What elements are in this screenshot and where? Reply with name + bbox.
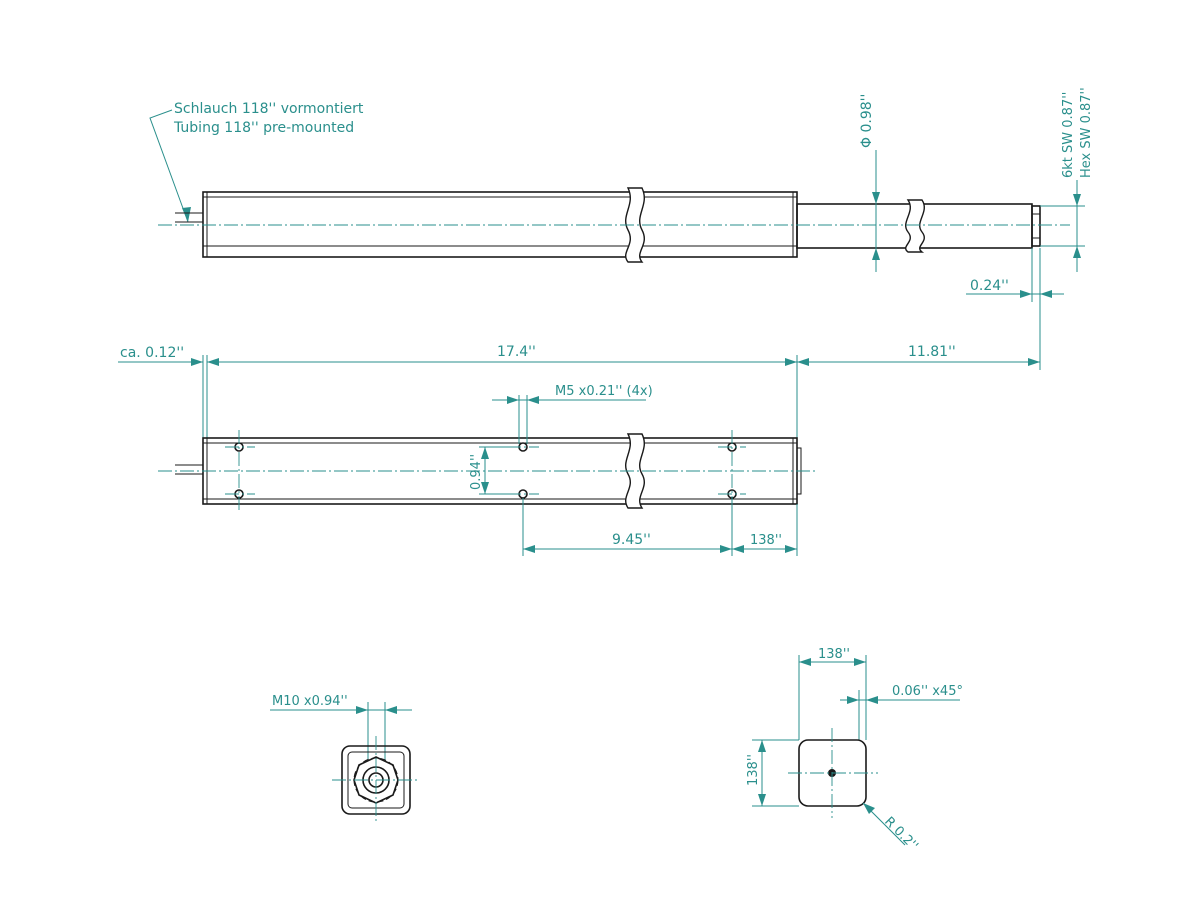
- arrow: [863, 803, 875, 814]
- hex-label-de: 6kt SW 0.87'': [1061, 92, 1076, 178]
- arrow: [481, 482, 489, 494]
- arrow: [481, 447, 489, 459]
- tubing-note-en: Tubing 118'' pre-mounted: [173, 120, 354, 136]
- arrow: [1073, 194, 1081, 206]
- end-view-section: 138'' 0.06'' x45° 138'' R 0.2'': [746, 647, 963, 854]
- arrow: [1040, 290, 1052, 298]
- arrow: [356, 706, 368, 714]
- tubing-leader-arrow: [182, 207, 191, 222]
- body-break: [625, 433, 645, 509]
- arrow: [1028, 358, 1040, 366]
- section-height-label: 138'': [746, 754, 761, 786]
- chamfer-label: 0.06'' x45°: [892, 684, 963, 699]
- hex-label-en: Hex SW 0.87'': [1079, 87, 1094, 178]
- stroke-label: 11.81'': [908, 344, 956, 360]
- arrow: [732, 545, 744, 553]
- arrow: [854, 658, 866, 666]
- arrow: [758, 740, 766, 752]
- arrow: [191, 358, 203, 366]
- hole-spacing-v-label: 0.94'': [469, 454, 484, 490]
- radius-label: R 0.2'': [881, 814, 921, 854]
- hole-spacing-h-label: 9.45'': [612, 532, 651, 548]
- end-offset-label: 138'': [750, 533, 782, 548]
- thread-end-label: M10 x0.94'': [272, 694, 348, 709]
- end-view-rod: M10 x0.94'': [270, 694, 420, 824]
- body-length-label: 17.4'': [497, 344, 536, 360]
- diameter-label: Φ 0.98'': [859, 94, 875, 148]
- arrow: [507, 396, 519, 404]
- arrow: [785, 358, 797, 366]
- arrow: [527, 396, 539, 404]
- rod-end-hex: [1031, 205, 1041, 247]
- length-dimensions: ca. 0.12'' 17.4'' 11.81'': [118, 344, 1040, 438]
- arrow: [872, 192, 880, 204]
- tubing-leader: [149, 109, 189, 223]
- arrow: [1073, 246, 1081, 258]
- arrow: [872, 248, 880, 260]
- arrow: [758, 794, 766, 806]
- side-view: Schlauch 118'' vormontiert Tubing 118'' …: [149, 87, 1094, 370]
- arrow: [797, 358, 809, 366]
- arrow: [720, 545, 732, 553]
- arrow: [523, 545, 535, 553]
- arrow: [1020, 290, 1032, 298]
- arrow: [799, 658, 811, 666]
- top-view: M5 x0.21'' (4x) 0.94'' 9.45'' 138'': [158, 384, 815, 556]
- arrow: [785, 545, 797, 553]
- arrow: [385, 706, 397, 714]
- rod-break: [905, 199, 925, 253]
- arrow: [207, 358, 219, 366]
- thread-side-label: M5 x0.21'' (4x): [555, 384, 653, 399]
- tubing-note-de: Schlauch 118'' vormontiert: [174, 101, 364, 117]
- end-length-label: 0.24'': [970, 278, 1009, 294]
- cylinder-body: [202, 191, 798, 258]
- arrow: [866, 696, 878, 704]
- ca-label: ca. 0.12'': [120, 345, 184, 361]
- body-break: [625, 187, 645, 263]
- section-width-label: 138'': [818, 647, 850, 662]
- arrow: [847, 696, 859, 704]
